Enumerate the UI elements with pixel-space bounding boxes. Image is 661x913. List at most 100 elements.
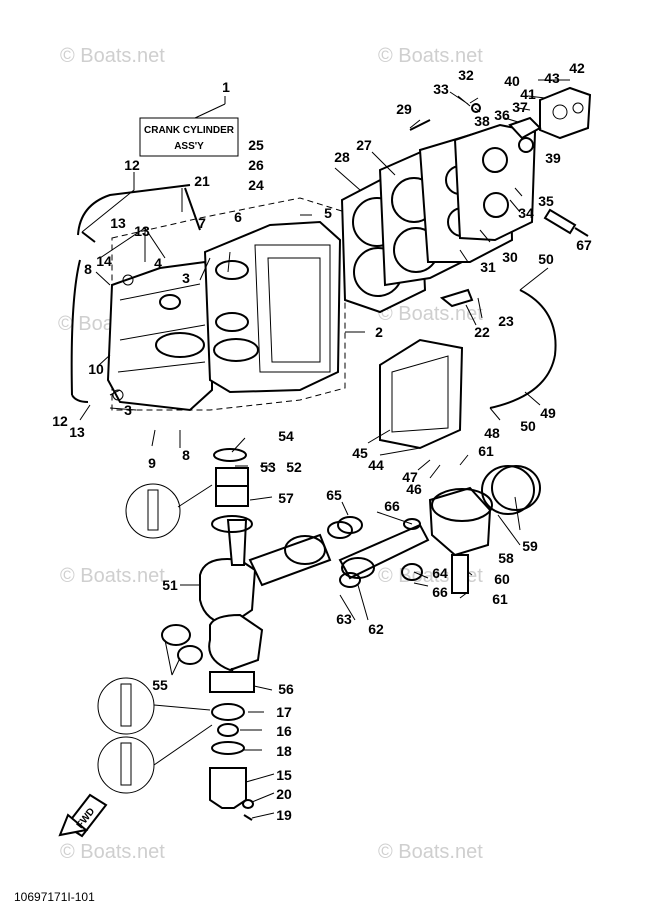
- watermark-text: © Boats.net: [60, 45, 165, 67]
- leader-lines: [79, 79, 570, 819]
- diagram-ref: 10697171I-101: [14, 890, 95, 904]
- callout-c3b: 3: [124, 402, 132, 418]
- callout-c60: 60: [494, 571, 510, 587]
- callout-c13c: 13: [69, 424, 85, 440]
- callout-c64: 64: [432, 565, 448, 581]
- callout-c16: 16: [276, 723, 292, 739]
- callout-c45: 45: [352, 445, 368, 461]
- callout-c58: 58: [498, 550, 514, 566]
- callout-c40: 40: [504, 73, 520, 89]
- callout-c52: 52: [286, 459, 302, 475]
- callout-c1: 1: [222, 79, 230, 95]
- callout-c18: 18: [276, 743, 292, 759]
- callout-c6: 6: [234, 209, 242, 225]
- piston-rod-part: [248, 465, 541, 587]
- hose-49-part: [489, 289, 557, 409]
- callout-c23: 23: [498, 313, 514, 329]
- watermark-text: © Boats.net: [60, 841, 165, 863]
- detail-inset-part: [97, 483, 213, 794]
- watermark-text: © Boats.net: [60, 565, 165, 587]
- callout-c65: 65: [326, 487, 342, 503]
- callout-c48: 48: [484, 425, 500, 441]
- callout-c35: 35: [538, 193, 554, 209]
- callout-c9: 9: [148, 455, 156, 471]
- main-bearings-part: [209, 448, 255, 821]
- callout-c34: 34: [518, 205, 534, 221]
- spark-plug-part: [543, 208, 589, 237]
- callout-c33: 33: [433, 81, 449, 97]
- callout-c59: 59: [522, 538, 538, 554]
- thermostat-cover-part: [409, 86, 592, 153]
- callout-c5: 5: [324, 205, 332, 221]
- callout-c36: 36: [494, 107, 510, 123]
- callout-c44: 44: [368, 457, 384, 473]
- crankshaft-part: [199, 519, 264, 691]
- callout-c47: 47: [402, 469, 418, 485]
- callout-c66a: 66: [384, 498, 400, 514]
- assembly-boundary: [111, 197, 346, 411]
- callout-c24: 24: [248, 177, 264, 193]
- callout-c54: 54: [278, 428, 294, 444]
- watermark-text: © Boats.net: [378, 303, 483, 325]
- callout-c57: 57: [278, 490, 294, 506]
- watermark-text: © Boats.net: [378, 45, 483, 67]
- callout-c3a: 3: [182, 270, 190, 286]
- assembly-label-line1: CRANK CYLINDER: [144, 125, 235, 136]
- bracket-22-part: [439, 288, 474, 308]
- callout-c49: 49: [540, 405, 556, 421]
- callout-c61a: 61: [478, 443, 494, 459]
- callout-c30: 30: [502, 249, 518, 265]
- callout-c28: 28: [334, 149, 350, 165]
- callout-c46: 46: [406, 481, 422, 497]
- callout-c12b: 12: [52, 413, 68, 429]
- callout-c42: 42: [569, 60, 585, 76]
- callout-c12a: 12: [124, 157, 140, 173]
- crankcase-left-part: [106, 260, 213, 412]
- callout-c22: 22: [474, 324, 490, 340]
- callout-c62: 62: [368, 621, 384, 637]
- callout-c38: 38: [474, 113, 490, 129]
- assembly-label-line2: ASS'Y: [174, 141, 204, 152]
- callout-c31: 31: [480, 259, 496, 275]
- cylinder-head-part: [340, 123, 537, 314]
- exhaust-cover-part: [379, 338, 464, 450]
- callout-c67: 67: [576, 237, 592, 253]
- watermark-text: © Boats.net: [378, 841, 483, 863]
- callout-c14: 14: [96, 253, 112, 269]
- callout-c50a: 50: [538, 251, 554, 267]
- water-hose-part: [70, 184, 201, 403]
- assembly-label-box: CRANK CYLINDER ASS'Y: [139, 96, 239, 157]
- callout-c13b: 13: [134, 223, 150, 239]
- callout-c56: 56: [278, 681, 294, 697]
- callout-c29: 29: [396, 101, 412, 117]
- callout-c32: 32: [458, 67, 474, 83]
- callout-c37: 37: [512, 99, 528, 115]
- callout-c66b: 66: [432, 584, 448, 600]
- callout-c8b: 8: [182, 447, 190, 463]
- callout-c13a: 13: [110, 215, 126, 231]
- callout-c53: 53: [260, 459, 276, 475]
- callout-c20: 20: [276, 786, 292, 802]
- callout-c55: 55: [152, 677, 168, 693]
- callout-c19: 19: [276, 807, 292, 823]
- forward-arrow-icon: FWD: [58, 793, 108, 838]
- callout-c17: 17: [276, 704, 292, 720]
- callout-c43: 43: [544, 70, 560, 86]
- callout-c63: 63: [336, 611, 352, 627]
- callout-c41: 41: [520, 86, 536, 102]
- callout-c51: 51: [162, 577, 178, 593]
- callout-c61b: 61: [492, 591, 508, 607]
- callout-c10: 10: [88, 361, 104, 377]
- callout-c26: 26: [248, 157, 264, 173]
- callout-c25: 25: [248, 137, 264, 153]
- callout-c21: 21: [194, 173, 210, 189]
- piston-pin-part: [451, 554, 469, 594]
- callout-c2: 2: [375, 324, 383, 340]
- callout-c27: 27: [356, 137, 372, 153]
- cylinder-block-part: [203, 220, 342, 394]
- callout-c50b: 50: [520, 418, 536, 434]
- callout-c15: 15: [276, 767, 292, 783]
- needle-bearing-part: [161, 516, 423, 665]
